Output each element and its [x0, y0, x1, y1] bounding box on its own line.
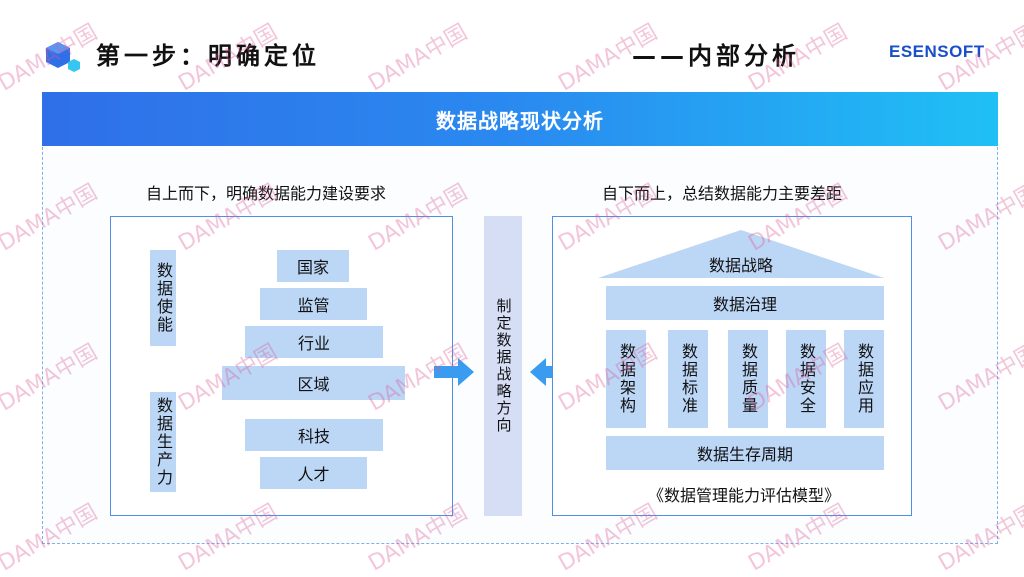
- page-title: 第一步：明确定位: [96, 42, 320, 70]
- brand-logo: ESENSOFT: [889, 42, 985, 61]
- center-direction: 制定数据战略方向: [484, 216, 522, 516]
- level-technology: 科技: [245, 419, 383, 451]
- logo-icon: [46, 42, 80, 72]
- pillar-quality: 数据质量: [728, 330, 768, 428]
- pillar-architecture: 数据架构: [606, 330, 646, 428]
- level-talent: 人才: [260, 457, 367, 489]
- pillar-application: 数据应用: [844, 330, 884, 428]
- level-national: 国家: [277, 250, 349, 282]
- roof-strategy: 数据战略: [708, 256, 773, 275]
- roof-shape: [598, 230, 884, 278]
- level-regulation: 监管: [260, 288, 367, 320]
- model-caption: 《数据管理能力评估模型》: [648, 486, 841, 505]
- left-subtitle: 自上而下，明确数据能力建设要求: [146, 184, 387, 203]
- arrow-right-icon: [434, 358, 474, 386]
- side-label-productivity: 数据生产力: [150, 392, 176, 492]
- panel-title: 数据战略现状分析: [42, 92, 998, 146]
- pillar-security: 数据安全: [786, 330, 826, 428]
- governance-bar: 数据治理: [606, 286, 884, 320]
- watermark: DAMA中国: [364, 19, 472, 97]
- side-label-enable: 数据使能: [150, 250, 176, 346]
- page-subtitle: ——内部分析: [632, 42, 800, 70]
- pillar-standards: 数据标准: [668, 330, 708, 428]
- arrow-left-icon: [530, 358, 570, 386]
- lifecycle-bar: 数据生存周期: [606, 436, 884, 470]
- level-industry: 行业: [245, 326, 383, 358]
- level-region: 区域: [222, 366, 405, 400]
- right-subtitle: 自下而上，总结数据能力主要差距: [602, 184, 843, 203]
